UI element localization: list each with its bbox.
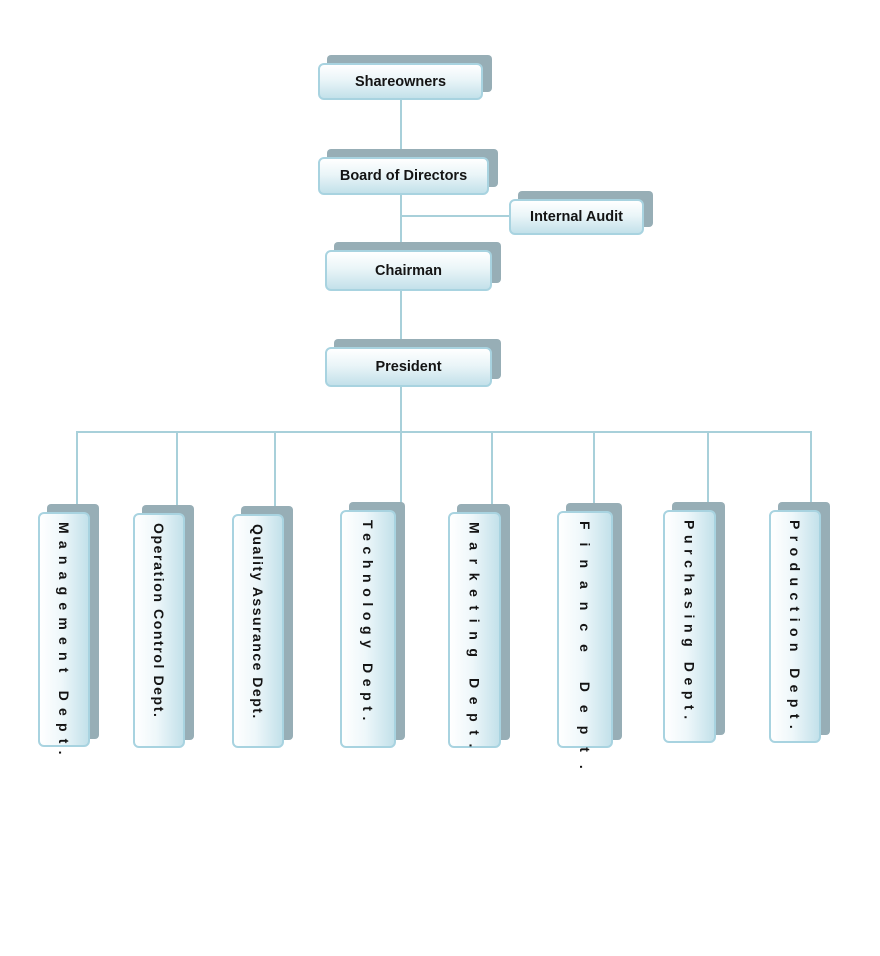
node-face: Technology Dept. [340, 510, 396, 748]
node-face: Internal Audit [509, 199, 644, 235]
node-label: Technology Dept. [360, 520, 376, 727]
connector-bus-purchasing [707, 431, 709, 511]
node-face: Shareowners [318, 63, 483, 100]
connector-president-bus [400, 386, 402, 432]
node-chairman: Chairman [325, 242, 501, 291]
node-label: Internal Audit [530, 209, 623, 225]
node-finance-dept: Finance Dept. [557, 503, 622, 782]
connector-bus-marketing [491, 431, 493, 511]
node-face: Chairman [325, 250, 492, 291]
node-face: Purchasing Dept. [663, 510, 716, 743]
connector-bus-technology [400, 431, 402, 511]
connector-board-chairman [400, 194, 402, 250]
node-production-dept: Production Dept. [769, 502, 830, 743]
node-label: Board of Directors [339, 168, 468, 184]
node-label: Finance Dept. [577, 521, 593, 782]
node-label: Marketing Dept. [466, 522, 483, 757]
connector-shareowners-board [400, 99, 402, 157]
connector-department-bus [76, 431, 812, 433]
node-label: Production Dept. [787, 520, 803, 736]
connector-board-internal-audit [400, 215, 510, 217]
node-face: Management Dept. [38, 512, 90, 762]
node-operation-control-dept: Operation Control Dept. [133, 505, 194, 748]
node-quality-assurance-dept: Quality Assurance Dept. [232, 506, 293, 748]
node-face: Production Dept. [769, 510, 821, 743]
node-purchasing-dept: Purchasing Dept. [663, 502, 725, 743]
node-management-dept: Management Dept. [38, 504, 99, 762]
node-label: Purchasing Dept. [681, 520, 698, 725]
connector-bus-management [76, 431, 78, 511]
node-face: Marketing Dept. [448, 512, 501, 756]
node-face: President [325, 347, 492, 387]
node-face: Finance Dept. [557, 511, 613, 782]
node-face: Quality Assurance Dept. [232, 514, 284, 748]
node-label: Chairman [375, 262, 442, 279]
node-face: Operation Control Dept. [133, 513, 185, 748]
node-shareowners: Shareowners [318, 55, 492, 100]
connector-bus-operation-control [176, 431, 178, 511]
node-internal-audit: Internal Audit [509, 191, 653, 235]
node-label: Operation Control Dept. [151, 523, 167, 719]
node-board-of-directors: Board of Directors [318, 149, 498, 195]
node-president: President [325, 339, 501, 387]
node-label: Shareowners [354, 73, 447, 90]
node-label: Quality Assurance Dept. [250, 524, 266, 720]
connector-bus-production [810, 431, 812, 511]
connector-chairman-president [400, 291, 402, 347]
node-label: Management Dept. [56, 522, 72, 762]
connector-bus-quality-assurance [274, 431, 276, 511]
node-technology-dept: Technology Dept. [340, 502, 405, 748]
node-face: Board of Directors [318, 157, 489, 195]
node-label: President [375, 359, 442, 375]
connector-bus-finance [593, 431, 595, 511]
node-marketing-dept: Marketing Dept. [448, 504, 510, 756]
